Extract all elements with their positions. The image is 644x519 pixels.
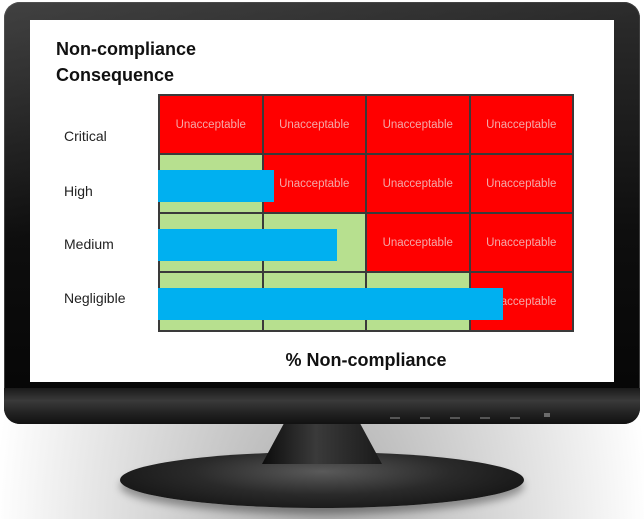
matrix-cell: Unacceptable xyxy=(160,96,262,153)
row-label-critical: Critical xyxy=(64,128,107,144)
row-label-negligible: Negligible xyxy=(64,290,126,306)
y-axis-title-line: Consequence xyxy=(56,65,175,85)
compliance-bar-negligible xyxy=(158,287,504,320)
power-button[interactable] xyxy=(544,413,550,417)
y-axis-title: Non-compliance Consequence xyxy=(56,36,276,88)
monitor-button[interactable] xyxy=(450,417,460,419)
matrix-cell: Unacceptable xyxy=(367,214,469,271)
monitor-controls xyxy=(390,414,570,422)
compliance-bar-medium xyxy=(158,228,337,261)
matrix-cell: Unacceptable xyxy=(367,96,469,153)
monitor-button[interactable] xyxy=(480,417,490,419)
monitor-button[interactable] xyxy=(510,417,520,419)
matrix-cell: Unacceptable xyxy=(470,214,572,271)
matrix-cell: Unacceptable xyxy=(470,155,572,212)
x-axis-title: % Non-compliance xyxy=(285,350,447,370)
monitor-button[interactable] xyxy=(390,417,400,419)
y-axis-title-line: Non-compliance xyxy=(56,39,197,59)
matrix-cell: Unacceptable xyxy=(263,96,365,153)
row-label-medium: Medium xyxy=(64,236,114,252)
matrix-cell: Unacceptable xyxy=(367,155,469,212)
matrix-cell: Unacceptable xyxy=(470,96,572,153)
row-label-high: High xyxy=(64,183,93,199)
monitor-stand-neck xyxy=(262,424,382,464)
compliance-bar-high xyxy=(158,169,275,202)
monitor-button[interactable] xyxy=(420,417,430,419)
matrix-cell: Unacceptable xyxy=(263,155,365,212)
monitor-bezel xyxy=(4,388,640,424)
